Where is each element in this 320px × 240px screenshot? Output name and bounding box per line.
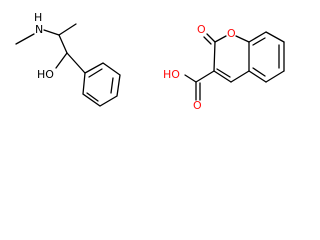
- bond-c3-cooh: [195, 70, 215, 83]
- bond-c6-c5: [265, 70, 285, 83]
- nitrogen-h-label: H: [34, 11, 42, 24]
- bond-c2-o1: [214, 35, 227, 43]
- bond-c8a-c8: [248, 31, 267, 43]
- acid-oxygen-label: O: [193, 99, 202, 112]
- aromatic-bond-4: [252, 37, 266, 46]
- aromatic-bond-6: [252, 67, 266, 77]
- bond-ca-ch3: [58, 23, 77, 36]
- carbonyl-oxygen-label: O: [197, 23, 206, 36]
- bond-cooh-oh: [184, 74, 197, 83]
- bond-c2-keto-double: [203, 36, 212, 45]
- nitrogen-label: N: [35, 23, 43, 36]
- bond-methyl-n: [15, 33, 35, 45]
- bond-n-ca: [43, 29, 60, 36]
- bond-cb-oh: [55, 52, 68, 69]
- bond-cb-ring: [66, 52, 86, 74]
- molecule-2: O O HO O: [163, 23, 285, 112]
- aromatic-bond-3: [86, 92, 99, 102]
- bond-c4-c3: [213, 70, 232, 83]
- bond-c8-c7: [265, 31, 285, 43]
- aromatic-bond-1: [88, 68, 103, 78]
- bond-c4a-c4: [230, 70, 250, 83]
- bond-ca-cb: [58, 34, 68, 54]
- acid-hydroxyl-label: HO: [163, 68, 180, 81]
- bond-o1-c8a: [235, 35, 250, 43]
- structure-diagram: H N HO O O HO O: [15, 11, 285, 112]
- bond-c2-keto: [206, 33, 216, 43]
- ring-oxygen-label: O: [227, 27, 236, 40]
- bond-c3-c2: [213, 41, 216, 72]
- molecule-1: H N HO: [15, 11, 121, 107]
- benzene-ring-1: [82, 62, 121, 107]
- aromatic-bond-2: [110, 77, 114, 94]
- bond-c4-c3-double: [216, 68, 231, 78]
- bond-c5-c4a: [248, 70, 267, 83]
- hydroxyl-label: HO: [37, 68, 54, 81]
